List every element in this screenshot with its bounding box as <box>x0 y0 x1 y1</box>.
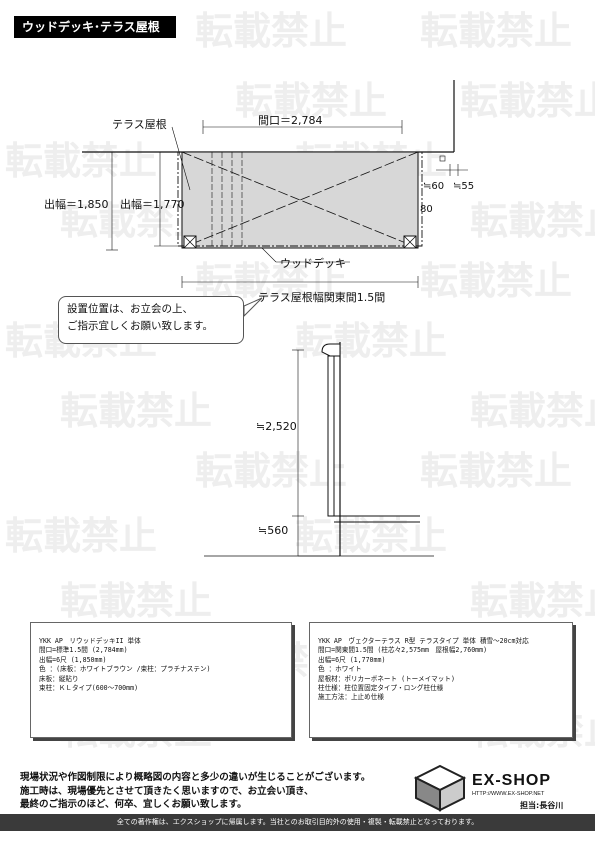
notice-line-1: 現場状況や作図制限により概略図の内容と多少の違いが生じることがございます。 <box>20 772 371 783</box>
spec-line: 床板：縦貼り <box>39 674 79 683</box>
site-notice: 現場状況や作図制限により概略図の内容と多少の違いが生じることがございます。 施工… <box>20 771 370 812</box>
opening-dimension: 間口＝2,784 <box>258 114 323 127</box>
spec-line: 出幅=6尺 (1,770mm) <box>318 655 386 664</box>
brand-url: HTTP://WWW.EX-SHOP.NET <box>472 791 545 797</box>
note-line-1: 設置位置は、お立会の上、 <box>67 303 193 315</box>
ex-shop-logo-icon <box>413 764 467 812</box>
note-line-2: ご指示宜しくお願い致します。 <box>67 320 213 332</box>
spec-line: 束柱：ＫＬタイプ(600～700mm) <box>39 684 139 693</box>
installation-note: 設置位置は、お立会の上、 ご指示宜しくお願い致します。 <box>58 296 244 344</box>
brand-name: EX-SHOP <box>472 772 552 789</box>
wood-deck-label: ウッドデッキ <box>280 257 346 270</box>
terrace-roof-label: テラス屋根 <box>112 118 167 131</box>
gap-55-dimension: ≒55 <box>453 181 475 192</box>
height-dimension: ≒2,520 <box>256 420 297 433</box>
note-pointer <box>243 297 263 318</box>
roof-gutter <box>321 343 341 357</box>
spec-line: 色 ：(床板：ホワイトブラウン /束柱：プラチナステン) <box>39 665 211 674</box>
page-title: ウッドデッキ･テラス屋根 <box>14 16 176 38</box>
spec-box-terrace-roof: YKK AP ヴェクターテラス R型 テラスタイプ 単体 積雪～20cm対応間口… <box>309 622 573 738</box>
spec-line: 色 ：ホワイト <box>318 665 362 674</box>
wood-deck-leader <box>261 247 277 263</box>
spec-line: 柱仕様：柱位置固定タイプ・ロング柱仕様 <box>318 684 444 693</box>
terrace-roof-leader <box>171 126 191 191</box>
person-in-charge: 担当:長谷川 <box>520 801 564 810</box>
dim-80: 80 <box>420 204 433 215</box>
spec-line: YKK AP ヴェクターテラス R型 テラスタイプ 単体 積雪～20cm対応 <box>318 637 529 645</box>
deck-cross-line-2 <box>181 151 419 249</box>
depth-deck-dimension: 出幅＝1,770 <box>120 198 185 211</box>
copyright-footer: 全ての著作権は、エクスショップに帰属します。当社とのお取引目的外の使用・複製・転… <box>0 814 595 831</box>
gap-60-dimension: ≒60 <box>423 181 445 192</box>
spec-line: 施工方法：上止め仕様 <box>318 693 384 702</box>
roof-post-elevation <box>327 355 335 517</box>
spec-line: 出幅=6尺 (1,850mm) <box>39 655 107 664</box>
notice-line-3: 最終のご指示のほど、何卒、宜しくお願い致します。 <box>20 799 247 810</box>
spec-line: 間口=標準1.5間 (2,784mm) <box>39 646 128 655</box>
roof-posts <box>183 235 417 249</box>
spec-line: 屋根材：ポリカーボネート (トーメイマット) <box>318 674 455 683</box>
deck-cross-line-1 <box>181 151 419 249</box>
spec-box-wood-deck: YKK AP リウッドデッキII 単体間口=標準1.5間 (2,784mm)出幅… <box>30 622 292 738</box>
deck-height-dimension: ≒560 <box>258 524 289 537</box>
spec-line: 間口=関東間1.5間 (柱芯々2,575mm 屋根幅2,760mm) <box>318 646 488 655</box>
depth-roof-dimension: 出幅＝1,850 <box>44 198 109 211</box>
spec-line: YKK AP リウッドデッキII 単体 <box>39 637 141 645</box>
span-dimension: テラス屋根幅関東間1.5間 <box>258 291 386 304</box>
notice-line-2: 施工時は、現場優先とさせて頂きたく思いますので、お立会い頂き、 <box>20 785 314 797</box>
terrace-roof-outline <box>177 151 423 247</box>
